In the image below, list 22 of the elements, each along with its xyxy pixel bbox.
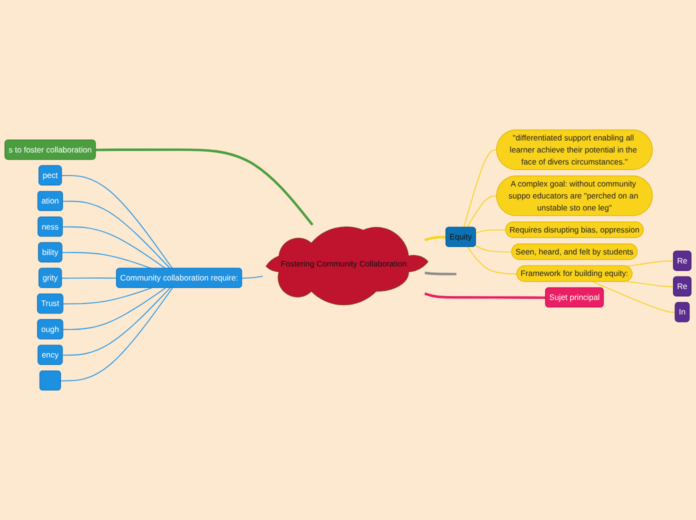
connector	[424, 292, 546, 299]
connector	[424, 236, 446, 242]
connector	[60, 288, 173, 382]
connector	[62, 288, 152, 304]
connector	[62, 288, 171, 356]
connector	[96, 148, 314, 226]
connector	[474, 245, 512, 252]
connector	[463, 149, 498, 228]
connector	[62, 226, 166, 269]
connector	[61, 278, 118, 279]
connector	[467, 246, 518, 274]
connector	[62, 288, 166, 330]
connector	[62, 252, 152, 269]
connector	[626, 260, 674, 267]
connector	[424, 272, 456, 276]
connector	[62, 200, 171, 269]
connector	[61, 175, 173, 269]
connector	[592, 281, 676, 313]
connector	[466, 196, 498, 228]
connector	[242, 276, 264, 279]
connector	[626, 280, 674, 288]
connector	[475, 229, 506, 234]
